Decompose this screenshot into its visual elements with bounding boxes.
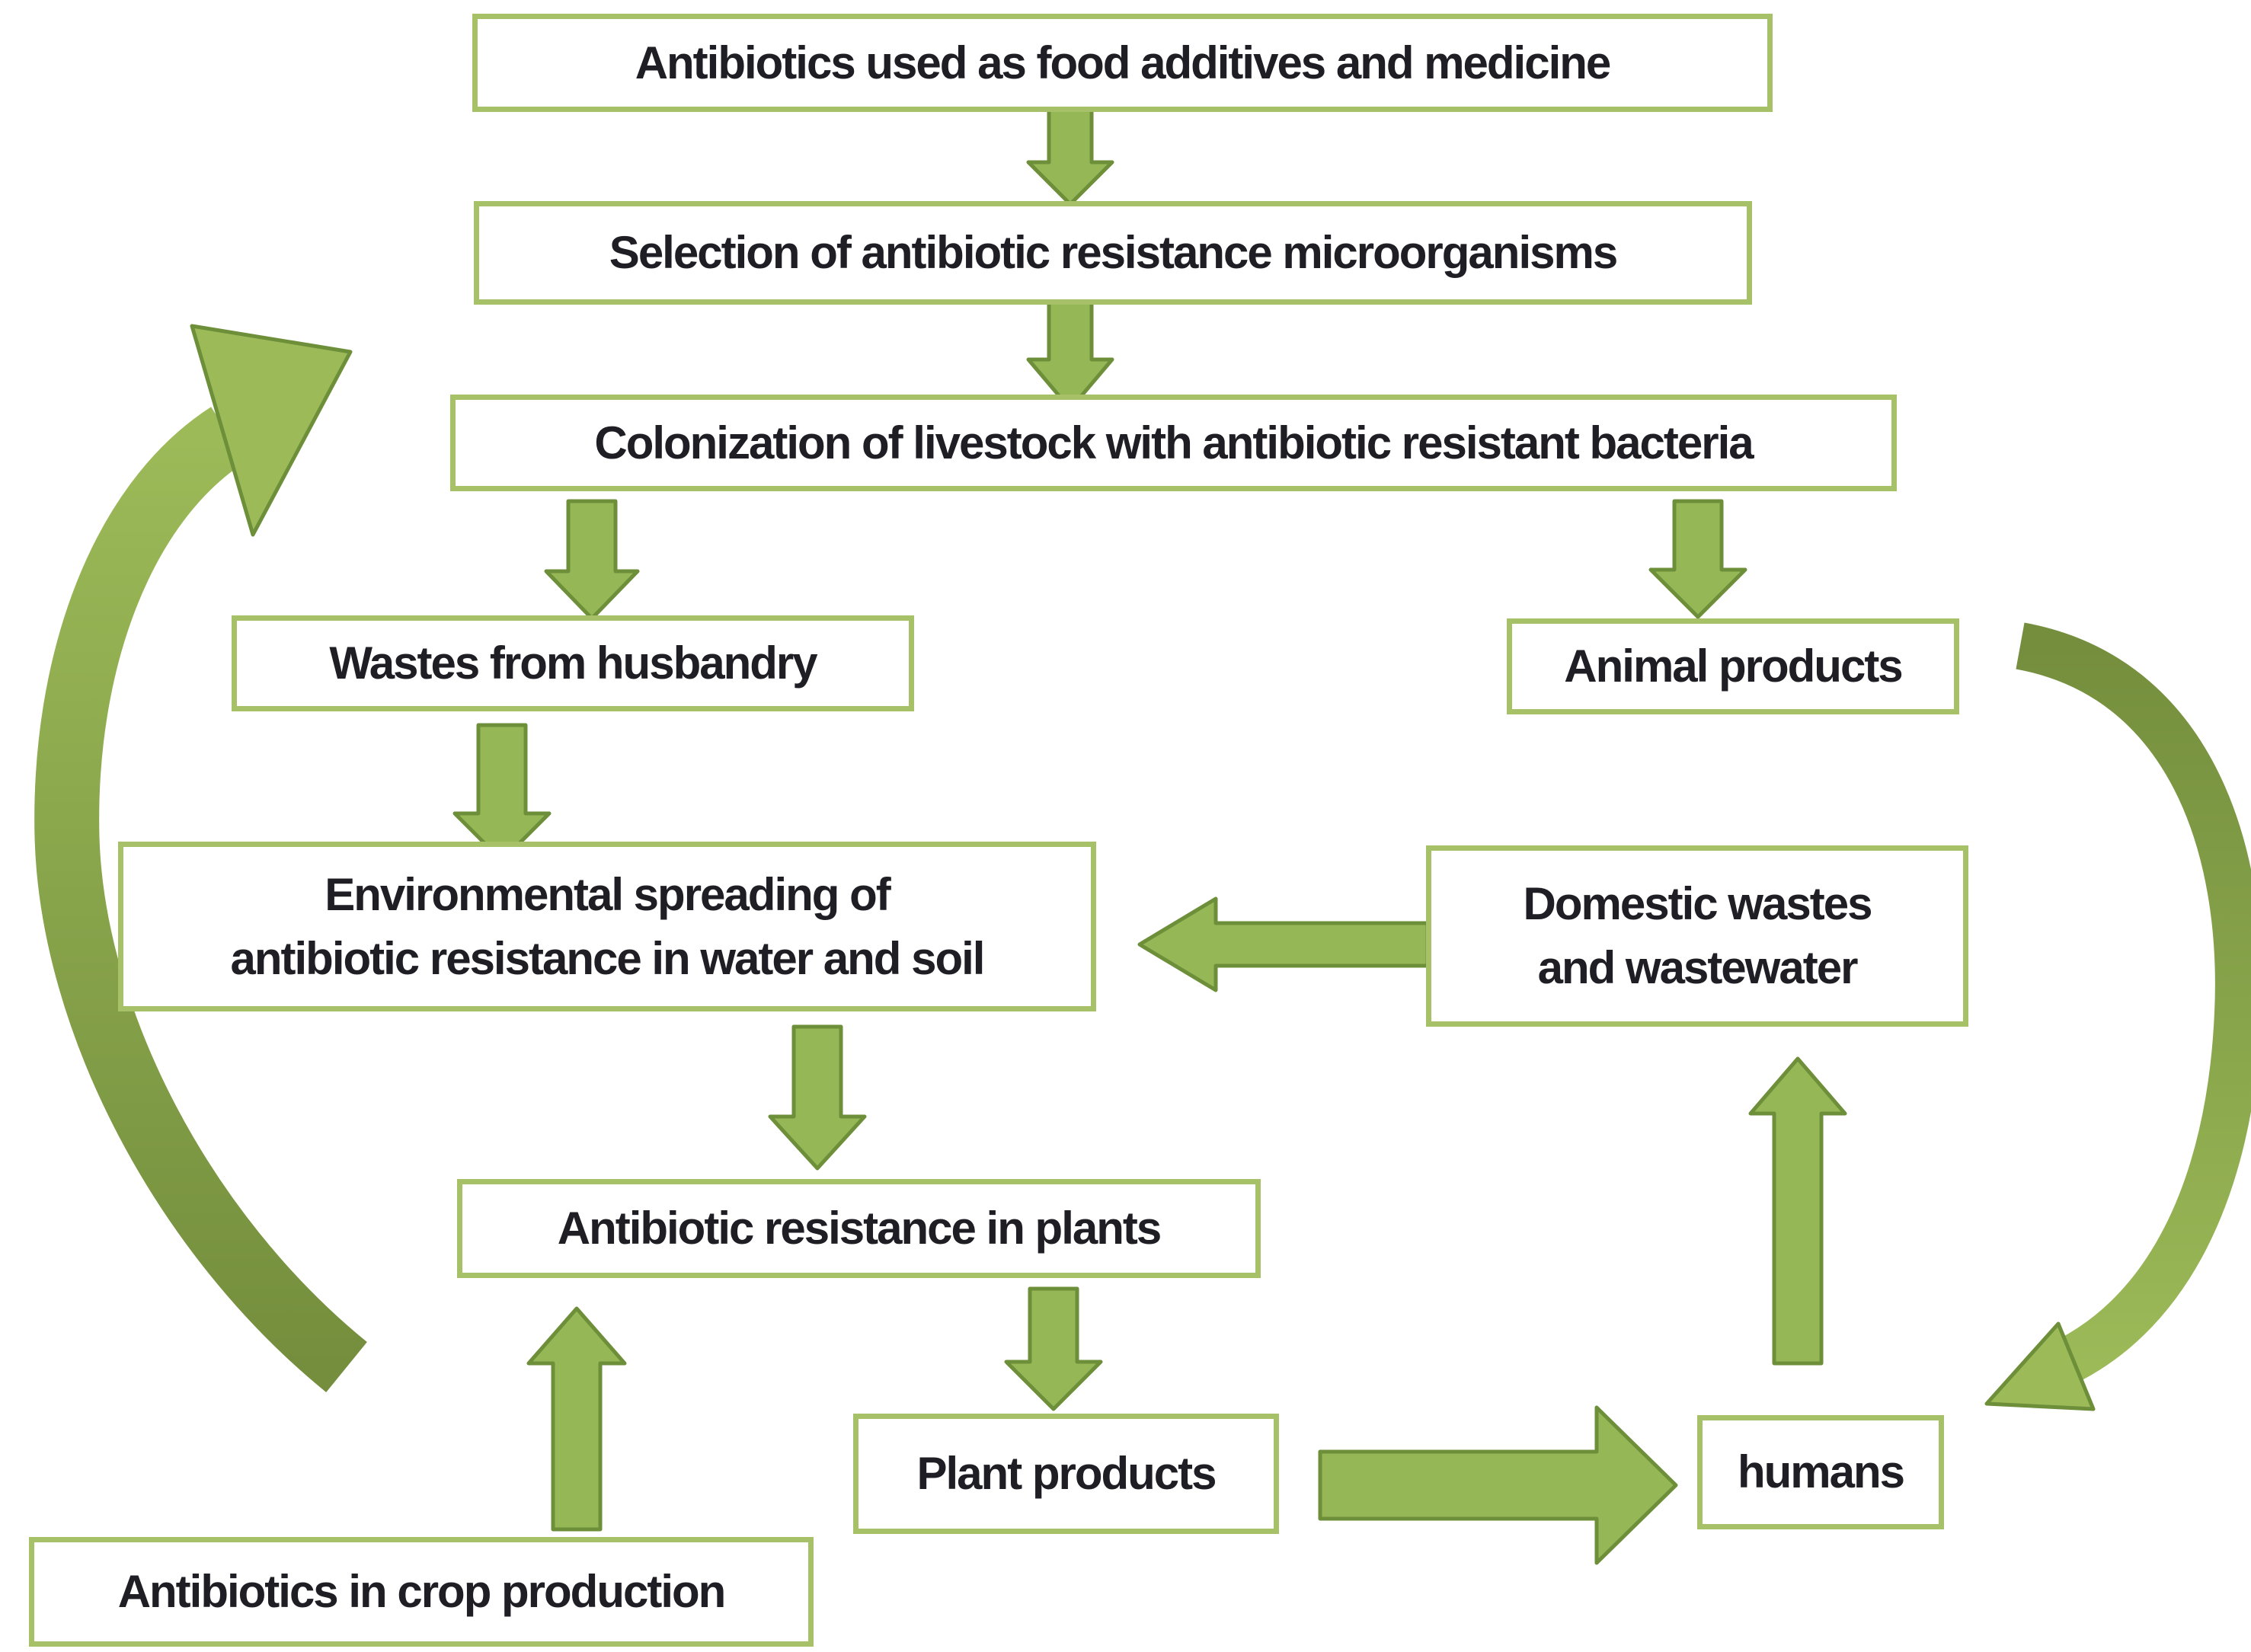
- node-label: Antibiotic resistance in plants: [557, 1203, 1162, 1254]
- node-antibiotics-use: Antibiotics used as food additives and m…: [472, 14, 1773, 112]
- node-label: Environmental spreading of: [325, 868, 890, 920]
- curved-arrow-animal-products-to-humans: [1984, 622, 2251, 1411]
- node-label: Animal products: [1564, 641, 1903, 692]
- node-plant-products: Plant products: [853, 1414, 1279, 1534]
- node-label: and wastewater: [1537, 942, 1859, 993]
- node-wastes-husbandry: Wastes from husbandry: [232, 615, 914, 711]
- arrow-colonization-to-animal-products: [1648, 499, 1747, 619]
- node-label: Selection of antibiotic resistance micro…: [609, 227, 1618, 278]
- node-label: Antibiotics in crop production: [117, 1566, 727, 1617]
- node-label: antibiotic resistance in water and soil: [230, 932, 986, 984]
- arrow-selection-to-colonization: [1026, 299, 1114, 411]
- node-label: Plant products: [916, 1448, 1217, 1499]
- arrow-environmental-to-plants: [768, 1024, 867, 1171]
- node-domestic-wastes: Domestic wastes and wastewater: [1426, 845, 1968, 1027]
- node-label: Antibiotics used as food additives and m…: [635, 37, 1612, 88]
- arrow-crop-to-plants: [526, 1306, 627, 1532]
- node-resistance-plants: Antibiotic resistance in plants: [457, 1179, 1261, 1278]
- node-label: Wastes from husbandry: [329, 637, 817, 689]
- node-selection: Selection of antibiotic resistance micro…: [474, 201, 1752, 305]
- arrow-wastes-to-environmental: [452, 723, 552, 863]
- node-crop-production: Antibiotics in crop production: [29, 1537, 814, 1647]
- arrow-antibiotics-to-selection: [1026, 104, 1114, 206]
- curved-arrow-plants-to-colonization: [34, 324, 367, 1392]
- node-colonization: Colonization of livestock with antibioti…: [450, 395, 1897, 491]
- arrow-colonization-to-wastes: [544, 499, 640, 621]
- node-humans: humans: [1697, 1415, 1944, 1529]
- node-label: Domestic wastes: [1523, 878, 1873, 929]
- node-label: humans: [1737, 1446, 1905, 1497]
- arrow-domestic-to-environmental: [1137, 896, 1430, 992]
- node-animal-products: Animal products: [1507, 618, 1959, 714]
- arrow-plants-to-plant-products: [1004, 1286, 1103, 1411]
- arrow-plant-products-to-humans: [1318, 1405, 1678, 1565]
- node-label: Colonization of livestock with antibioti…: [594, 417, 1754, 468]
- arrow-humans-to-domestic: [1748, 1056, 1847, 1366]
- node-environmental-spreading: Environmental spreading of antibiotic re…: [118, 842, 1096, 1011]
